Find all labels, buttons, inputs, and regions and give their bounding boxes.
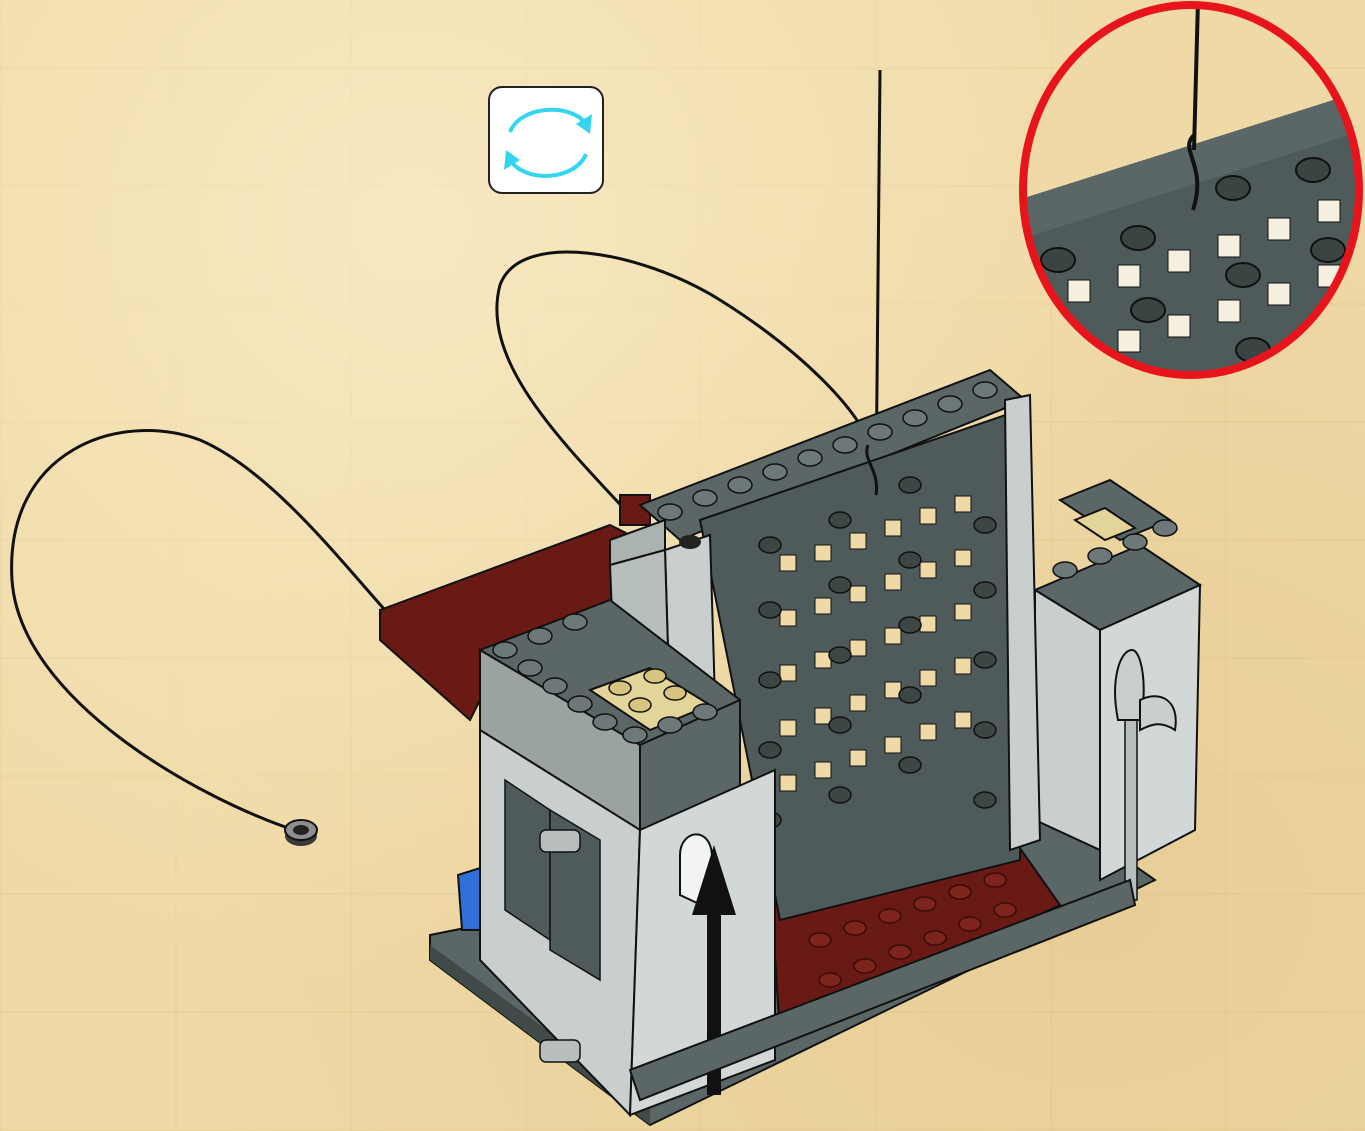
string-end-stud <box>285 820 317 846</box>
left-string <box>12 431 385 832</box>
right-tower <box>1005 395 1200 900</box>
zoom-callout <box>1018 0 1365 380</box>
